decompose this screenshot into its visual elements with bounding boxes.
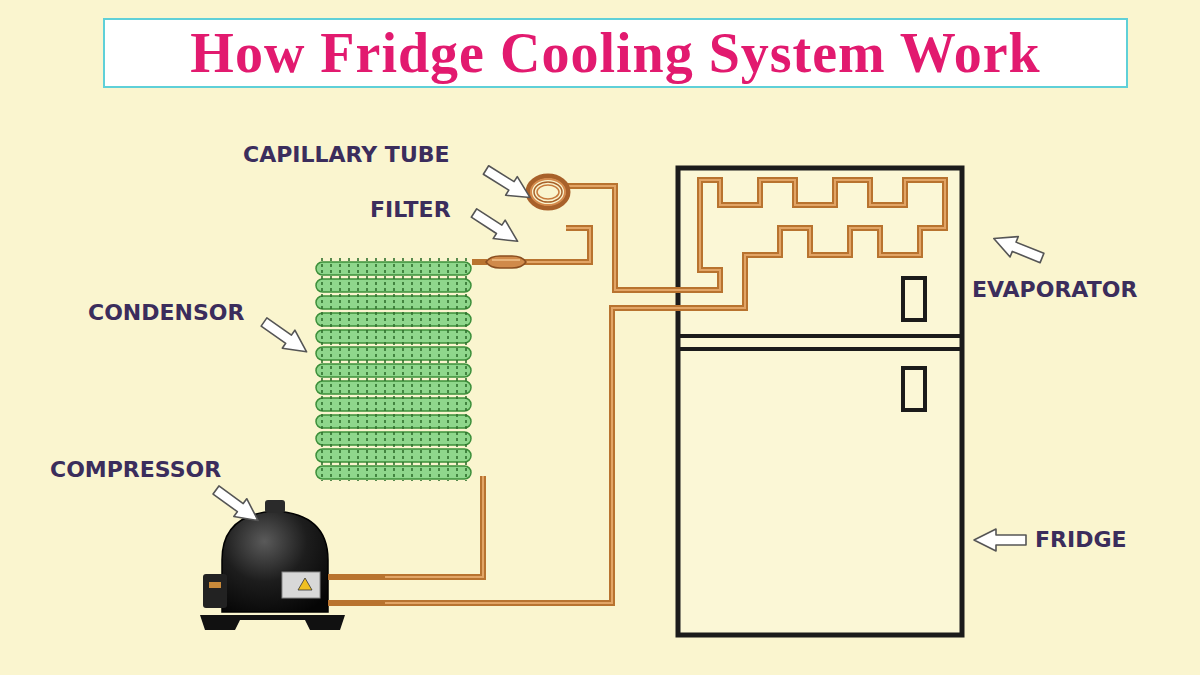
capillary-coil	[528, 176, 568, 208]
part-label: FILTER	[370, 196, 451, 224]
filter-drier	[486, 256, 526, 268]
part-label: FRIDGE	[1035, 526, 1127, 554]
callout-arrows	[210, 161, 1047, 551]
part-label: CAPILLARY TUBE	[243, 141, 450, 169]
title-text: How Fridge Cooling System Work	[190, 21, 1040, 85]
part-label: COMPRESSOR	[50, 456, 221, 484]
compressor-unit	[200, 500, 385, 630]
part-label: CONDENSOR	[88, 299, 244, 327]
title-box: How Fridge Cooling System Work	[103, 18, 1128, 88]
part-label: EVAPORATOR	[972, 276, 1137, 304]
condenser-coil	[315, 258, 472, 481]
